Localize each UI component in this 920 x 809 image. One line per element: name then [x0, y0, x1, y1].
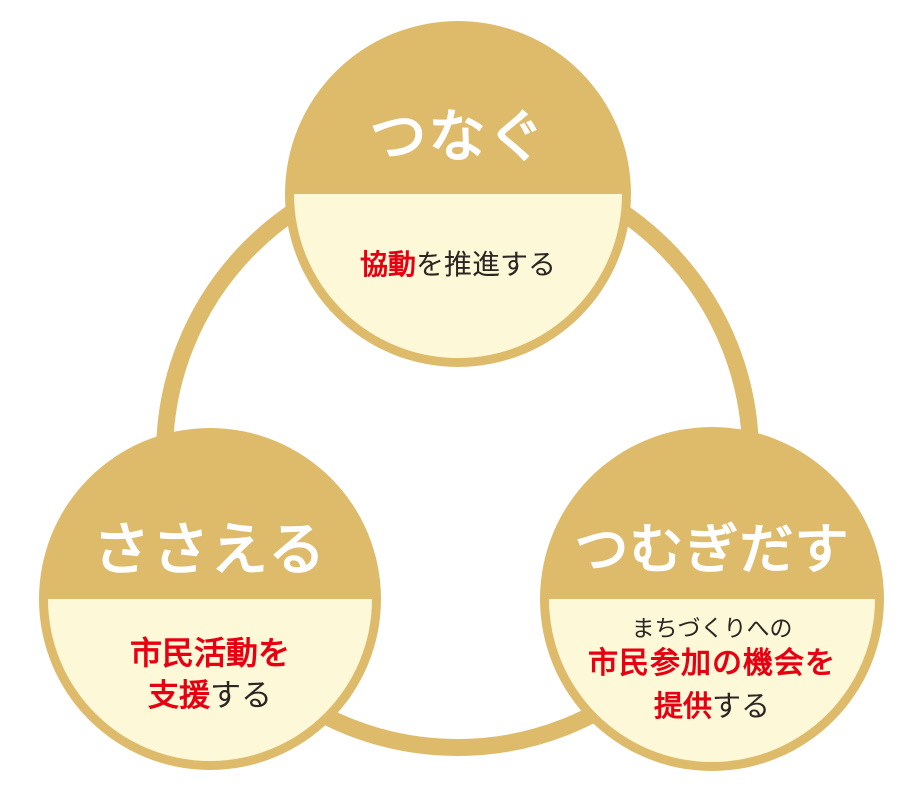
node-tsumugidasu-sub-line2-text: 市民参加の機会を: [588, 647, 836, 680]
node-sasaeru: ささえる 市民活動を 支援する: [39, 428, 381, 770]
node-tsunagu: つなぐ 協動を推進する: [285, 21, 631, 367]
node-tsumugidasu-sub-rest: する: [712, 691, 771, 723]
node-tsumugidasu-title: つむぎだす: [574, 520, 850, 580]
node-sasaeru-title: ささえる: [92, 518, 328, 582]
node-tsumugidasu-subtitle: まちづくりへの 市民参加の機会を 提供する: [540, 613, 884, 729]
node-sasaeru-sub-line2: 支援する: [39, 675, 381, 718]
node-tsumugidasu-sub-line2: 市民参加の機会を: [540, 643, 884, 685]
node-sasaeru-sub-line1-text: 市民活動を: [129, 635, 290, 671]
node-tsunagu-sub-rest: を推進する: [416, 249, 557, 280]
node-sasaeru-sub-emphasis: 支援: [148, 678, 210, 714]
node-tsunagu-title: つなぐ: [369, 105, 547, 169]
node-sasaeru-sub-rest: する: [210, 678, 272, 714]
node-sasaeru-subtitle: 市民活動を 支援する: [39, 631, 381, 718]
node-sasaeru-sub-line1: 市民活動を: [39, 631, 381, 675]
node-tsumugidasu-sub-emphasis: 提供: [653, 691, 712, 723]
node-tsunagu-subtitle: 協動を推進する: [285, 243, 631, 283]
node-tsunagu-sub-emphasis: 協動: [359, 249, 416, 280]
node-tsumugidasu-sub-line3: 提供する: [540, 685, 884, 729]
node-tsumugidasu: つむぎだす まちづくりへの 市民参加の機会を 提供する: [540, 427, 884, 771]
node-tsumugidasu-sub-line1: まちづくりへの: [631, 615, 793, 641]
